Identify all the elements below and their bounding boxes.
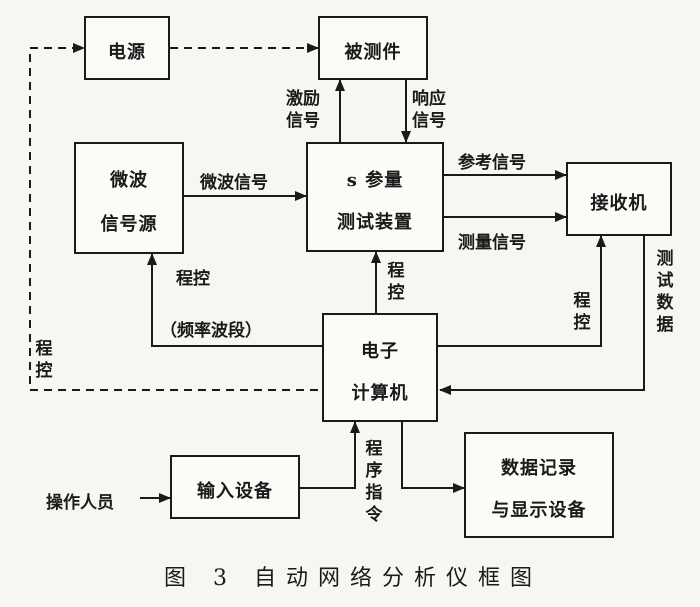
sparam-test-set-label-1: s 参量 — [346, 170, 404, 191]
input-device-box: 输入设备 — [170, 455, 300, 519]
computer-to-record-arrow — [401, 422, 465, 493]
figure-caption: 图 3 自动网络分析仪框图 — [164, 566, 542, 591]
freq-band-label: （频率波段） — [160, 321, 262, 341]
reference-signal-label: 参考信号 — [458, 153, 526, 173]
computer-to-receiver-arrow — [438, 235, 606, 347]
power-supply-box: 电源 — [84, 16, 170, 80]
receiver-label: 接收机 — [590, 193, 648, 214]
input-device-label: 输入设备 — [197, 481, 273, 502]
operator-label: 操作人员 — [46, 493, 114, 513]
computer-box: 电子 计算机 — [322, 313, 438, 422]
dut-box: 被测件 — [318, 16, 428, 80]
prog-control-power-label: 程控 — [35, 339, 53, 381]
measurement-signal-label: 测量信号 — [458, 233, 526, 253]
receiver-to-computer-arrow — [439, 236, 645, 395]
computer-to-source-arrow — [147, 253, 322, 347]
test-data-label: 测试数据 — [656, 249, 674, 335]
computer-label-1: 电子 — [361, 341, 399, 362]
prog-control-source-label: 程控 — [176, 269, 210, 289]
computer-label-2: 计算机 — [351, 383, 409, 404]
program-instruction-label: 程序指令 — [365, 439, 383, 525]
response-signal-label: 响应信号 — [412, 89, 446, 131]
power-supply-label: 电源 — [108, 42, 146, 63]
sparam-test-set-label-2: 测试装置 — [337, 212, 413, 233]
data-record-display-label-1: 数据记录 — [501, 458, 577, 479]
data-record-display-label-2: 与显示设备 — [491, 500, 587, 521]
prog-control-sparam-label: 程控 — [387, 261, 405, 303]
dut-label: 被测件 — [344, 42, 402, 63]
microwave-signal-label: 微波信号 — [200, 173, 268, 193]
receiver-box: 接收机 — [566, 162, 672, 236]
data-record-display-box: 数据记录 与显示设备 — [464, 432, 614, 538]
prog-control-receiver-label: 程控 — [573, 291, 591, 333]
sparam-test-set-box: s 参量 测试装置 — [306, 142, 444, 252]
input-to-computer-arrow — [300, 421, 360, 489]
microwave-source-label-1: 微波 — [110, 170, 148, 191]
excitation-signal-label: 激励信号 — [286, 89, 320, 131]
microwave-source-box: 微波 信号源 — [74, 142, 184, 254]
microwave-source-label-2: 信号源 — [100, 214, 158, 235]
